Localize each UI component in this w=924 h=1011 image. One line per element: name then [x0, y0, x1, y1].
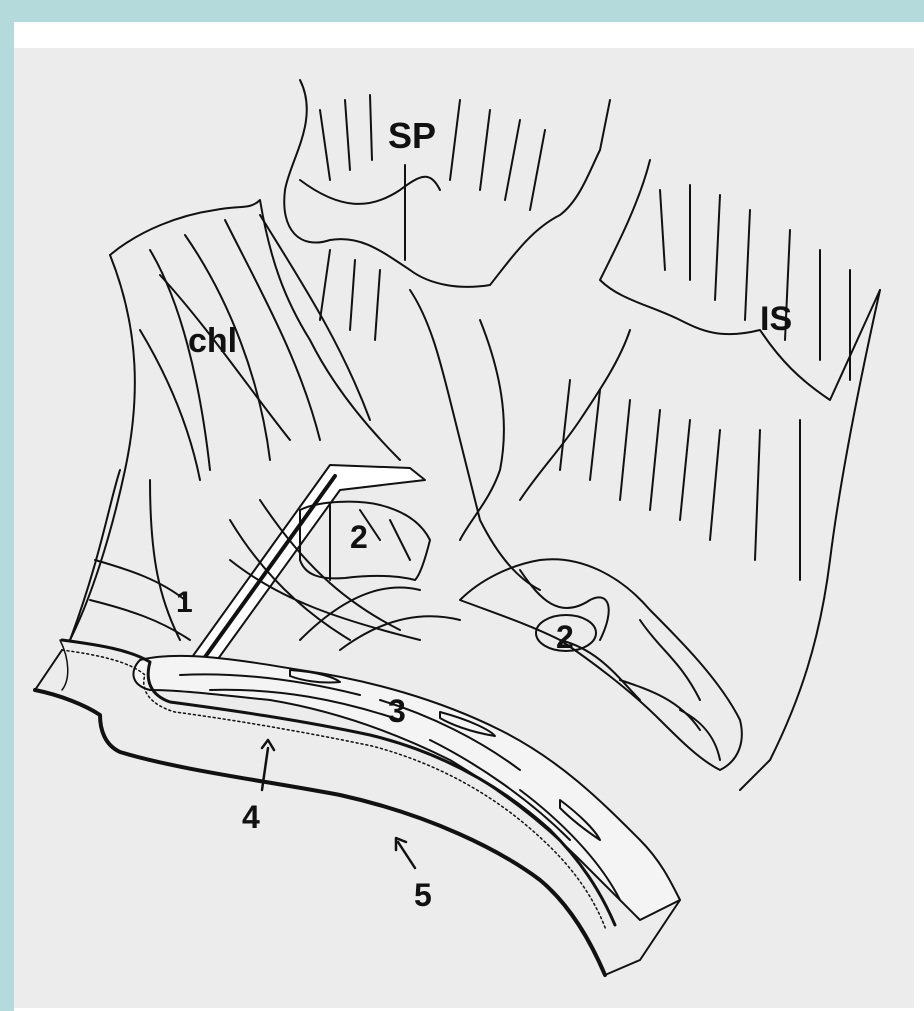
label-region-2-upper: 2	[350, 519, 368, 555]
shoulder-capsule-drawing: SP IS chl 1 2 2 3 4 5	[14, 48, 914, 1008]
label-region-1: 1	[176, 586, 193, 619]
label-region-2-lower: 2	[556, 619, 574, 655]
label-supraspinatus: SP	[388, 115, 436, 156]
anatomical-illustration: SP IS chl 1 2 2 3 4 5	[14, 48, 914, 1008]
label-layer-4: 4	[242, 799, 260, 835]
label-coracohumeral-ligament: chl	[188, 322, 237, 360]
label-region-3: 3	[388, 693, 406, 729]
label-infraspinatus: IS	[760, 300, 792, 338]
label-layer-5: 5	[414, 877, 432, 913]
frame-top-border	[0, 0, 924, 22]
drawing-background	[14, 48, 914, 1008]
